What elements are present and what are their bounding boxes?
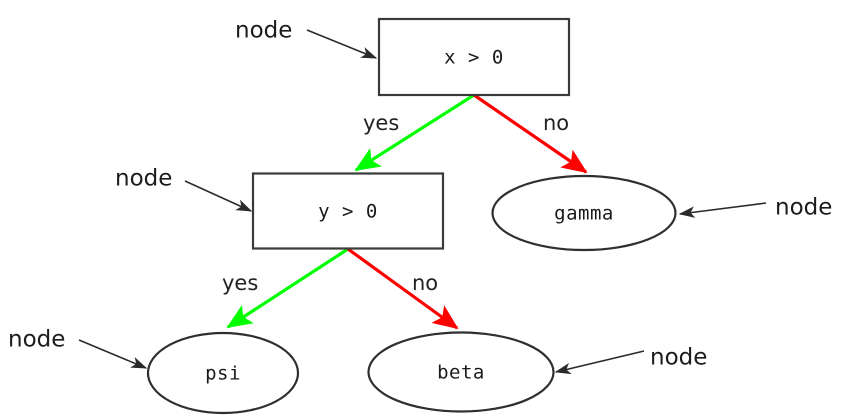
annotation-gamma-leader-line <box>678 202 767 218</box>
edges-group <box>226 93 588 330</box>
node-root-shape[interactable] <box>377 17 571 97</box>
annotation-inner: node <box>115 166 253 212</box>
edge-inner-beta-no <box>347 247 459 330</box>
node-inner[interactable]: y > 0 <box>251 172 445 250</box>
node-inner-shape[interactable] <box>251 172 445 250</box>
node-psi[interactable]: psi <box>146 331 300 415</box>
annotation-inner-leader-line <box>184 180 253 212</box>
edge-label-root-yes: yes <box>363 111 399 135</box>
edge-label-root-no: no <box>543 111 569 135</box>
annotation-inner-label: node <box>115 166 172 192</box>
annotation-gamma: node <box>678 195 832 221</box>
node-psi-label: psi <box>205 363 241 385</box>
node-inner-label: y > 0 <box>318 201 378 223</box>
edge-label-inner-no: no <box>412 271 438 295</box>
annotation-beta: node <box>554 345 707 375</box>
node-gamma-shape[interactable] <box>491 174 677 252</box>
node-gamma[interactable]: gamma <box>491 174 677 252</box>
annotation-root-label: node <box>235 18 292 44</box>
node-gamma-label: gamma <box>554 203 614 225</box>
edge-inner-psi-yes <box>226 247 349 329</box>
annotation-beta-label: node <box>650 345 707 371</box>
annotation-gamma-label: node <box>775 195 832 221</box>
annotation-psi-leader-line <box>78 339 148 369</box>
node-beta-label: beta <box>437 362 485 384</box>
annotation-root-leader-line <box>306 29 378 59</box>
annotation-psi-label: node <box>8 327 65 353</box>
node-root[interactable]: x > 0 <box>377 17 571 97</box>
annotation-root: node <box>235 18 378 59</box>
annotation-beta-leader-line <box>554 350 645 375</box>
node-beta-shape[interactable] <box>367 331 555 413</box>
nodes-group: x > 0 y > 0 gamma psi beta <box>146 17 677 415</box>
annotations-group: node node node node node <box>8 18 832 375</box>
node-beta[interactable]: beta <box>367 331 555 413</box>
edge-root-inner-yes <box>354 93 475 172</box>
edge-labels-group: yes no yes no <box>222 111 569 295</box>
annotation-psi: node <box>8 327 148 369</box>
edge-label-inner-yes: yes <box>222 271 258 295</box>
edge-root-gamma-no <box>473 93 588 174</box>
node-psi-shape[interactable] <box>146 331 300 415</box>
node-root-label: x > 0 <box>444 47 504 69</box>
